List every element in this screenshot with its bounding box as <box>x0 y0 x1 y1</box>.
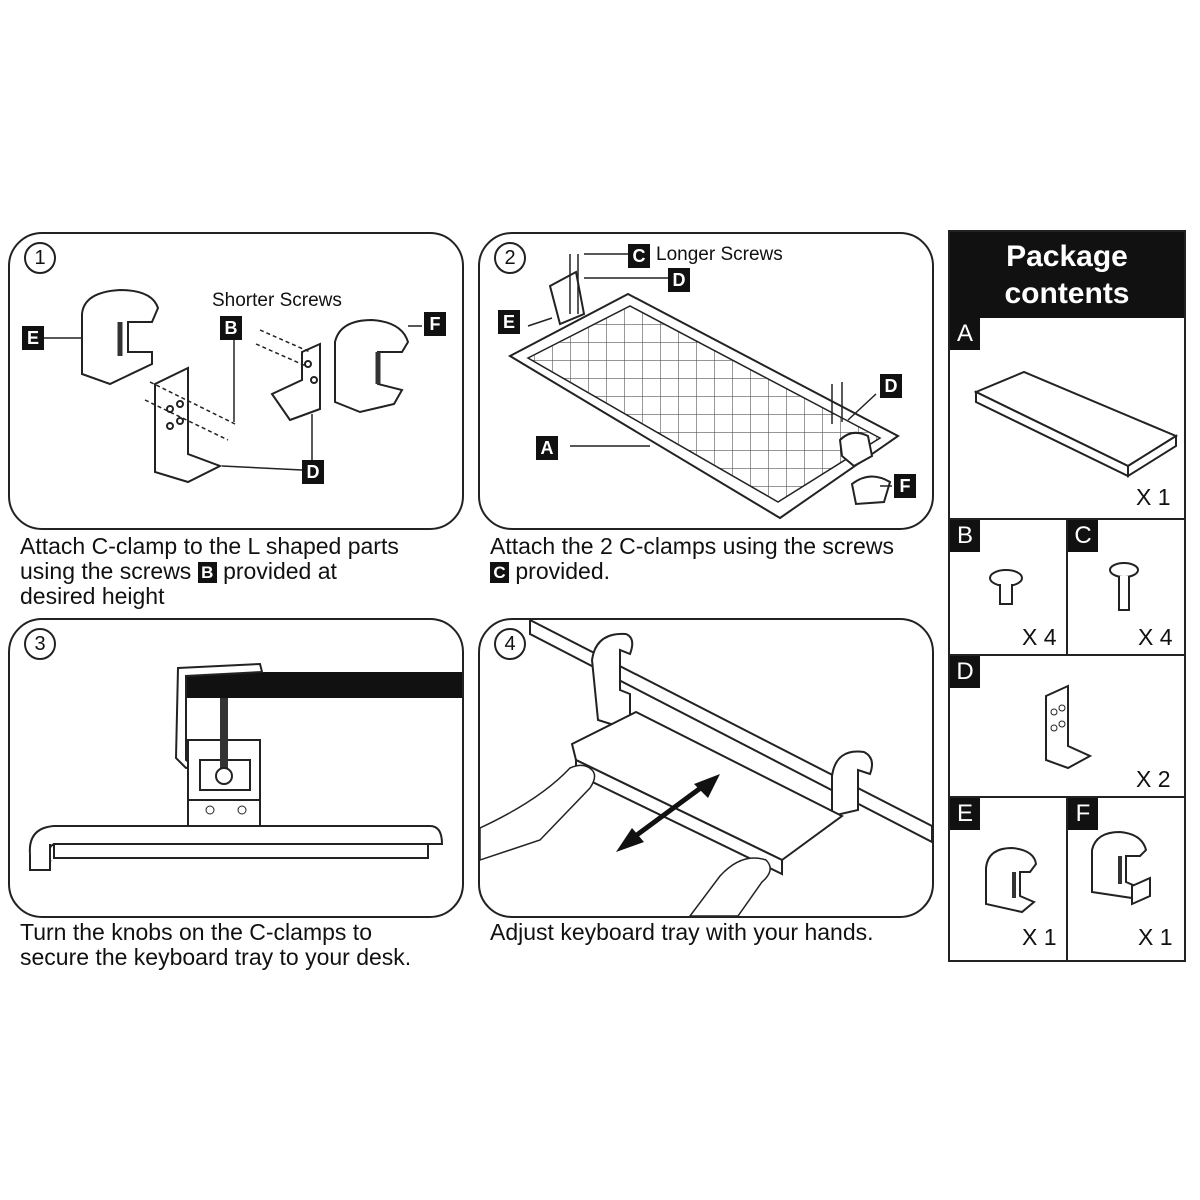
c-clamp-f-image <box>1091 830 1151 906</box>
part-label-a: A <box>536 436 558 460</box>
longer-screws-label: Longer Screws <box>656 244 783 265</box>
shorter-screws-label: Shorter Screws <box>212 290 342 311</box>
step-number: 3 <box>24 628 56 660</box>
step-3-illustration <box>28 662 462 871</box>
step-2-caption: Attach the 2 C-clamps using the screws C… <box>490 534 894 584</box>
step-number: 1 <box>24 242 56 274</box>
long-screw-image <box>1109 562 1139 611</box>
part-label-d: D <box>880 374 902 398</box>
part-label-e: E <box>22 326 44 350</box>
step-number: 4 <box>494 628 526 660</box>
part-tag-c: C <box>490 562 509 583</box>
title-line: contents <box>1004 277 1130 310</box>
part-label-d: D <box>302 460 324 484</box>
caption-text: using the screws <box>20 558 192 584</box>
short-screw-image <box>989 569 1023 605</box>
item-letter: E <box>950 798 980 830</box>
part-tag-b: B <box>197 562 217 583</box>
step-1-panel: 1 Shorter Screws E B F D <box>8 232 464 530</box>
step-3-caption: Turn the knobs on the C-clamps to secure… <box>20 920 411 970</box>
step-1-illustration <box>40 288 422 484</box>
item-quantity: X 1 <box>1136 484 1171 510</box>
item-letter: A <box>950 318 980 350</box>
step-4-panel: 4 <box>478 618 934 918</box>
item-letter: F <box>1068 798 1098 830</box>
package-item-a: A X 1 <box>950 318 1184 518</box>
package-item-d: D X 2 <box>950 654 1184 796</box>
caption-line: Attach the 2 C-clamps using the screws <box>490 533 894 559</box>
step-2-illustration <box>507 253 900 520</box>
step-4-caption: Adjust keyboard tray with your hands. <box>490 920 874 945</box>
package-item-f: F X 1 <box>1066 796 1184 960</box>
caption-line: Adjust keyboard tray with your hands. <box>490 919 874 945</box>
step-3-panel: 3 <box>8 618 464 918</box>
caption-line: Attach C-clamp to the L shaped parts <box>20 533 399 559</box>
step-2-panel: 2 C Longer Screws D E A D F <box>478 232 934 530</box>
part-label-b: B <box>220 316 242 340</box>
item-quantity: X 1 <box>1138 924 1173 950</box>
part-label-f: F <box>894 474 916 498</box>
tray-part-image <box>973 370 1179 478</box>
part-label-d: D <box>668 268 690 292</box>
package-item-c: C X 4 <box>1066 518 1184 654</box>
package-item-b: B X 4 <box>950 518 1066 654</box>
item-letter: C <box>1068 520 1098 552</box>
item-quantity: X 1 <box>1022 924 1057 950</box>
package-contents-title: Package contents <box>950 232 1184 318</box>
c-clamp-e-image <box>985 846 1038 914</box>
step-number: 2 <box>494 242 526 274</box>
item-letter: D <box>950 656 980 688</box>
part-label-e: E <box>498 310 520 334</box>
step-1-caption: Attach C-clamp to the L shaped parts usi… <box>20 534 399 609</box>
package-item-e: E X 1 <box>950 796 1066 960</box>
caption-text: provided at <box>223 558 337 584</box>
caption-line: desired height <box>20 583 165 609</box>
part-label-f: F <box>424 312 446 336</box>
item-quantity: X 2 <box>1136 766 1171 792</box>
caption-text: provided. <box>515 558 611 584</box>
caption-line: Turn the knobs on the C-clamps to <box>20 919 372 945</box>
part-label-c: C <box>628 244 650 268</box>
caption-line: C provided. <box>490 559 894 584</box>
item-quantity: X 4 <box>1022 624 1057 650</box>
l-bracket-image <box>1045 684 1093 770</box>
caption-line: using the screws B provided at <box>20 559 399 584</box>
item-quantity: X 4 <box>1138 624 1173 650</box>
item-letter: B <box>950 520 980 552</box>
caption-line: secure the keyboard tray to your desk. <box>20 944 412 970</box>
title-line: Package <box>1006 240 1128 273</box>
step-4-illustration <box>480 620 932 916</box>
package-contents-panel: Package contents A X 1 B X 4 C X 4 D <box>948 230 1186 962</box>
